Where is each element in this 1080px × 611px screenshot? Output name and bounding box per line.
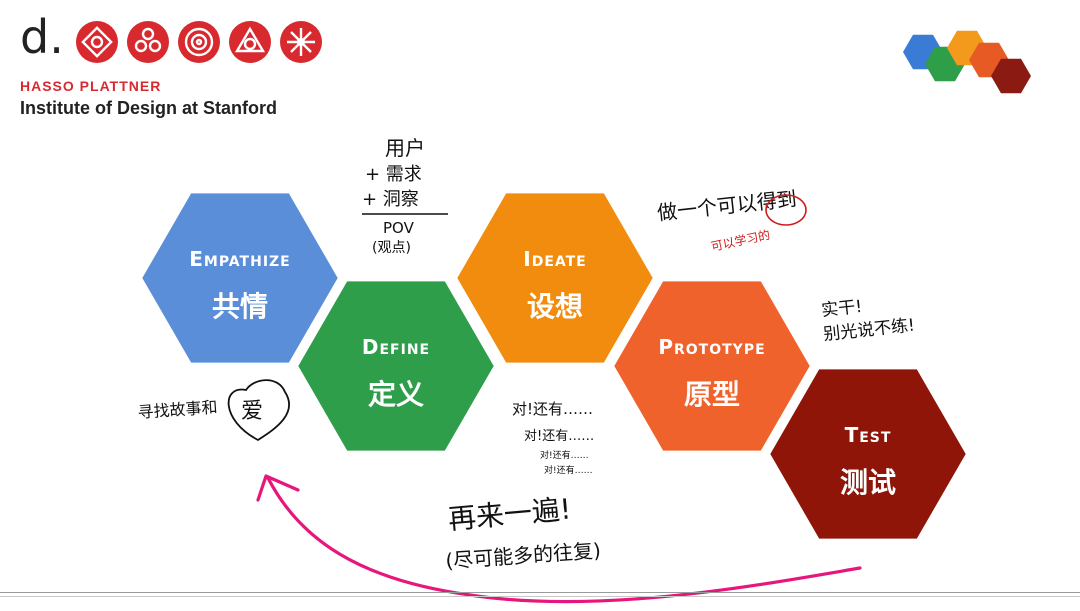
hexagon-empathize: Empathize 共情 [137, 189, 343, 367]
mini-hexagon [991, 58, 1031, 94]
note-pov-zh: (观点) [372, 240, 411, 256]
note-empathize: 寻找故事和 [137, 397, 218, 422]
note-more-2: 对!还有…… [524, 429, 594, 444]
stage-label-en: Define [362, 335, 430, 359]
stage-label-en: Empathize [189, 247, 291, 271]
stage-label-en: Test [845, 423, 892, 447]
divider [0, 596, 1080, 597]
note-again: 再来一遍! [447, 492, 573, 536]
note-more-3: 对!还有…… [540, 449, 589, 461]
stage-label-zh: 定义 [368, 378, 424, 411]
hexagon-define: Define 定义 [293, 277, 499, 455]
heart-icon [227, 379, 290, 442]
note-heart-word: 爱 [241, 399, 263, 424]
divider [0, 592, 1080, 593]
stage-label-en: Ideate [523, 247, 587, 271]
hexagon-ideate: Ideate 设想 [452, 189, 658, 367]
note-test-1: 实干! [820, 297, 863, 321]
note-needs: + 需求 [365, 164, 422, 185]
logo-circles-icon [76, 21, 322, 63]
stage-label-zh: 测试 [840, 466, 896, 499]
note-circle [765, 194, 807, 226]
note-user: 用户 [385, 136, 425, 160]
logo-mark: d. [20, 10, 64, 64]
note-more-1: 对!还有…… [512, 400, 593, 418]
stage-label-en: Prototype [658, 335, 765, 359]
hexagon-test: Test 测试 [765, 365, 971, 543]
stage-label-zh: 原型 [684, 378, 740, 411]
note-again-sub: (尽可能多的往复) [445, 538, 602, 573]
note-ideate: 做一个可以得到 [656, 186, 798, 225]
stage-label-zh: 设想 [527, 290, 583, 323]
stage-label-zh: 共情 [212, 290, 268, 323]
logo-line-2: Institute of Design at Stanford [20, 98, 278, 118]
logo-line-1: HASSO PLATTNER [20, 78, 162, 94]
note-ideate-sub: 可以学习的 [710, 227, 772, 254]
mini-hexagon-icon [903, 30, 1031, 94]
hexagon-prototype: Prototype 原型 [609, 277, 815, 455]
arrow-head-icon [256, 474, 300, 502]
note-test-2: 别光说不练! [822, 315, 915, 344]
iteration-arrow [266, 476, 862, 604]
note-more-4: 对!还有…… [544, 464, 593, 476]
note-pov: POV [383, 219, 415, 237]
note-insight: + 洞察 [362, 189, 419, 210]
